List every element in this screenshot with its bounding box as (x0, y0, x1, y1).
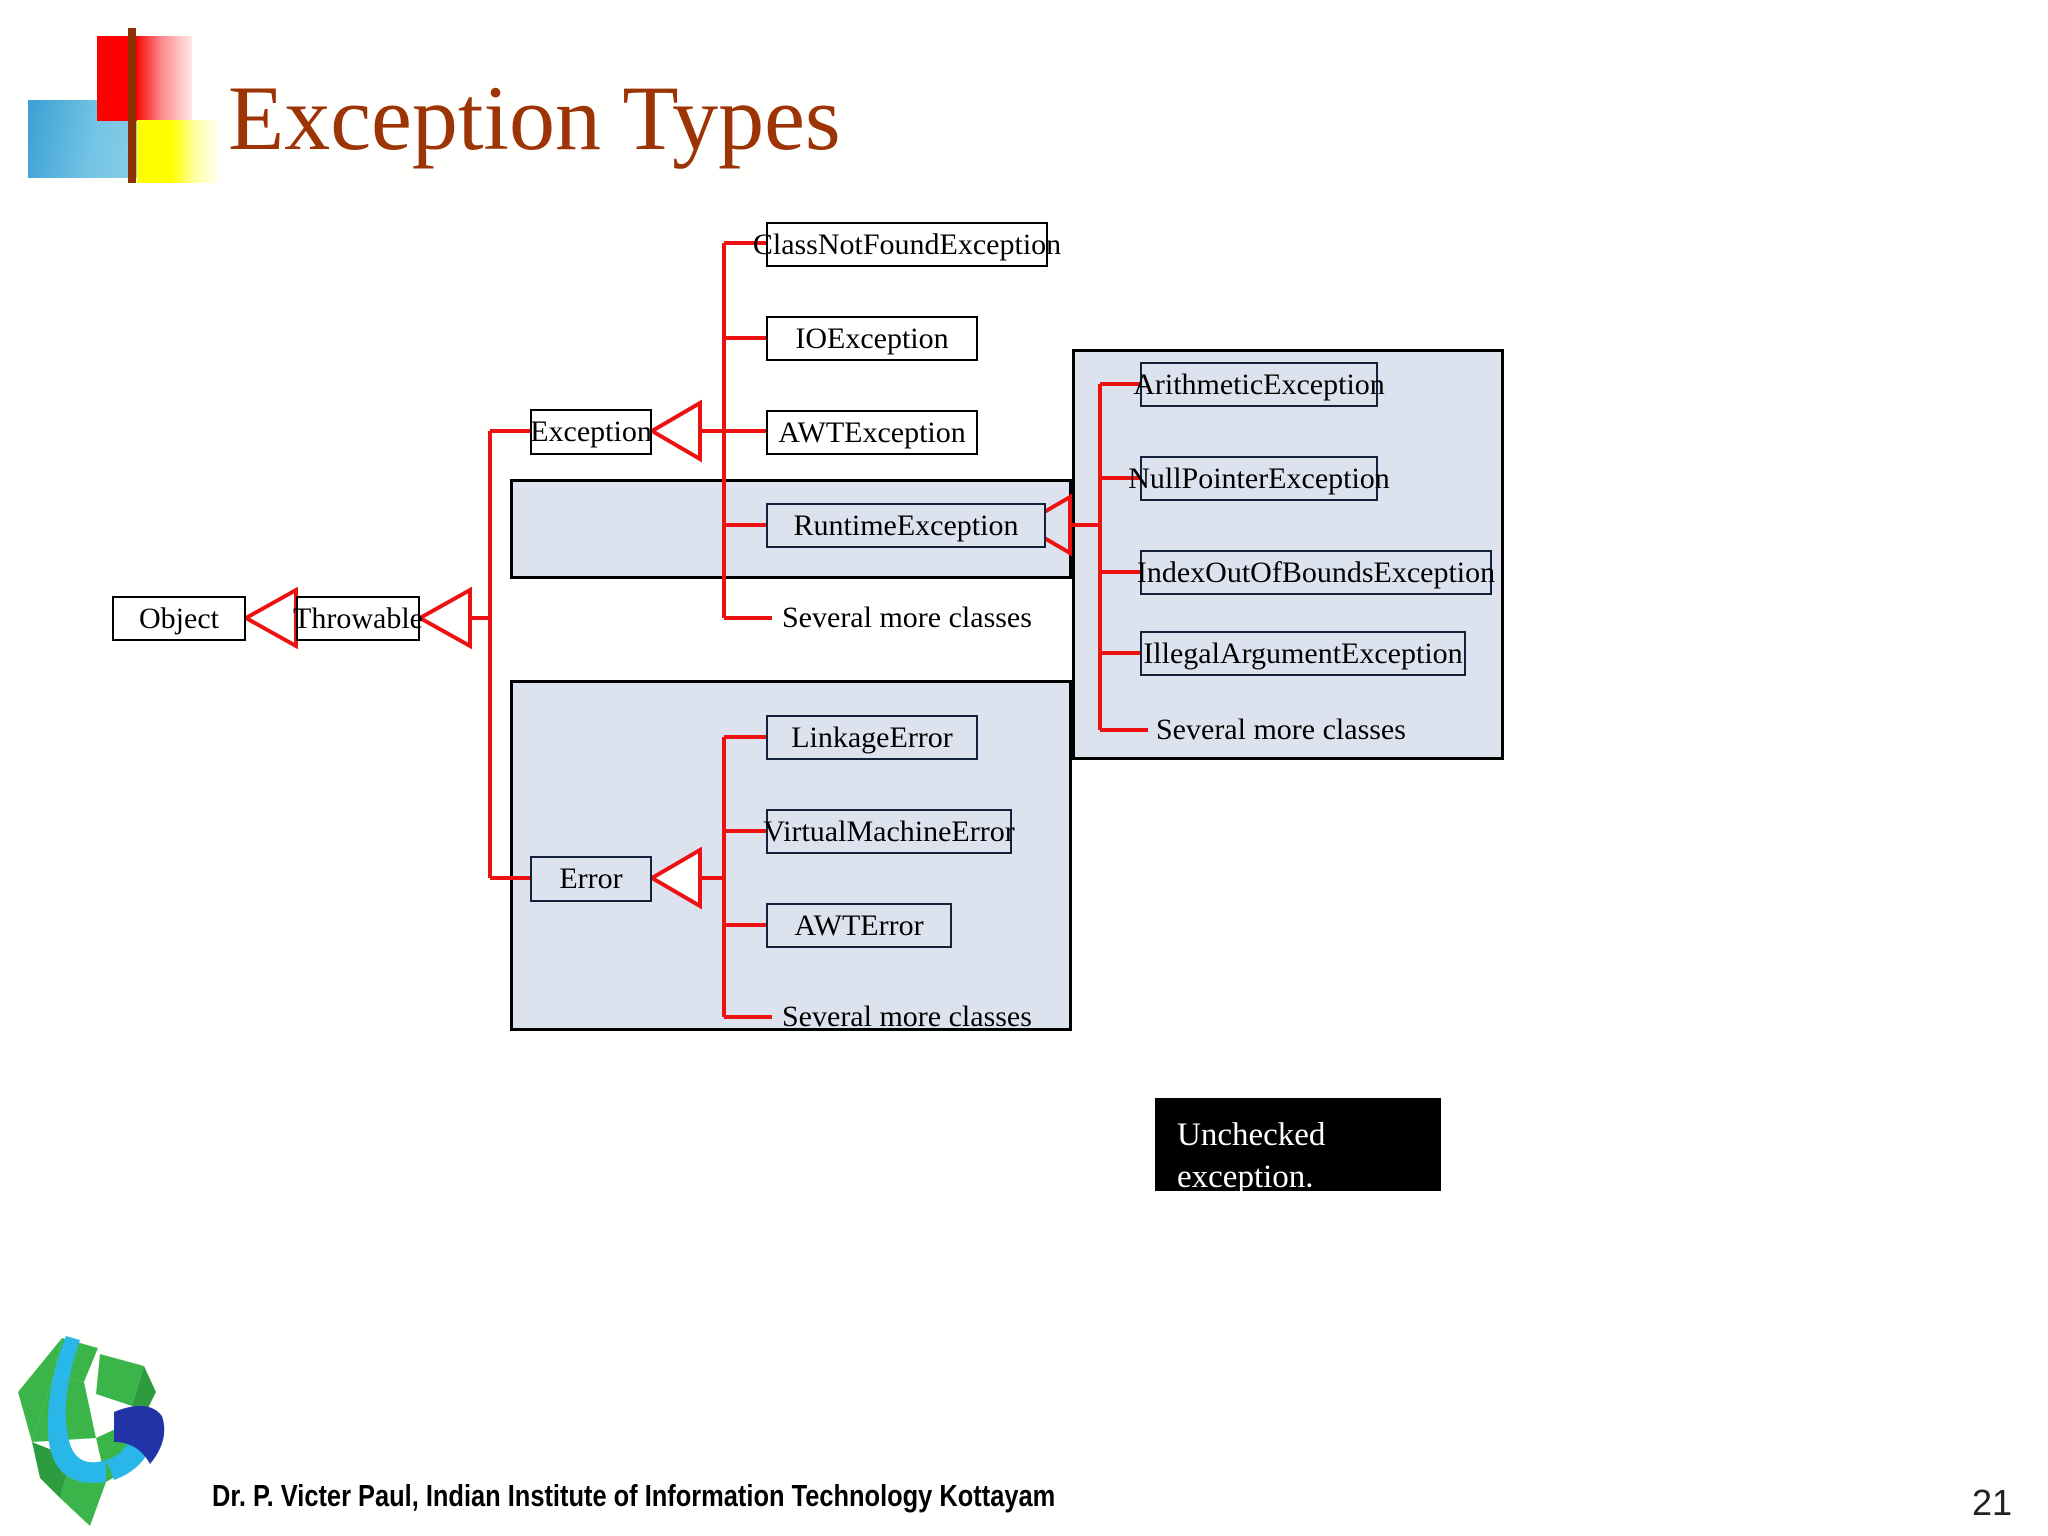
class-box-io-exception[interactable]: IOException (766, 316, 978, 361)
page-title: Exception Types (228, 67, 841, 169)
unchecked-exception-callout: Unchecked exception. (1155, 1098, 1441, 1195)
class-box-awt-error[interactable]: AWTError (766, 903, 952, 948)
decoration-yellow-block (137, 120, 174, 183)
runtime-several-more-classes: Several more classes (1156, 713, 1406, 746)
decoration-vertical-bar (128, 28, 136, 183)
class-box-index-out-of-bounds-exception[interactable]: IndexOutOfBoundsException (1137, 550, 1495, 595)
class-box-class-not-found-exception[interactable]: ClassNotFoundException (753, 222, 1061, 267)
arrowhead-object (241, 586, 298, 650)
class-box-error[interactable]: Error (530, 856, 652, 902)
exception-hierarchy-diagram: Object Throwable Exception ClassNotFound… (112, 222, 1504, 1195)
class-box-exception[interactable]: Exception (530, 409, 652, 455)
class-box-illegal-argument-exception[interactable]: IllegalArgumentException (1140, 631, 1466, 676)
decoration-yellow-gradient-block (172, 120, 218, 183)
arrowhead-exception (648, 399, 702, 463)
decoration-red-gradient-block (137, 36, 192, 121)
footer-credit: Dr. P. Victer Paul, Indian Institute of … (212, 1478, 1056, 1513)
class-box-null-pointer-exception[interactable]: NullPointerException (1128, 456, 1390, 501)
class-box-throwable[interactable]: Throwable (293, 596, 423, 641)
page-number: 21 (1971, 1482, 2012, 1523)
error-several-more-classes: Several more classes (782, 1000, 1032, 1033)
iiit-kottayam-logo (18, 1336, 165, 1526)
arrowhead-throwable (415, 586, 472, 650)
class-box-object[interactable]: Object (112, 596, 246, 641)
class-box-runtime-exception[interactable]: RuntimeException (766, 503, 1046, 548)
class-box-awt-exception[interactable]: AWTException (766, 410, 978, 455)
class-box-arithmetic-exception[interactable]: ArithmeticException (1133, 362, 1385, 407)
exception-several-more-classes: Several more classes (782, 601, 1032, 634)
slide-decoration (0, 0, 300, 250)
class-box-virtual-machine-error[interactable]: VirtualMachineError (763, 809, 1015, 854)
class-box-linkage-error[interactable]: LinkageError (766, 715, 978, 760)
